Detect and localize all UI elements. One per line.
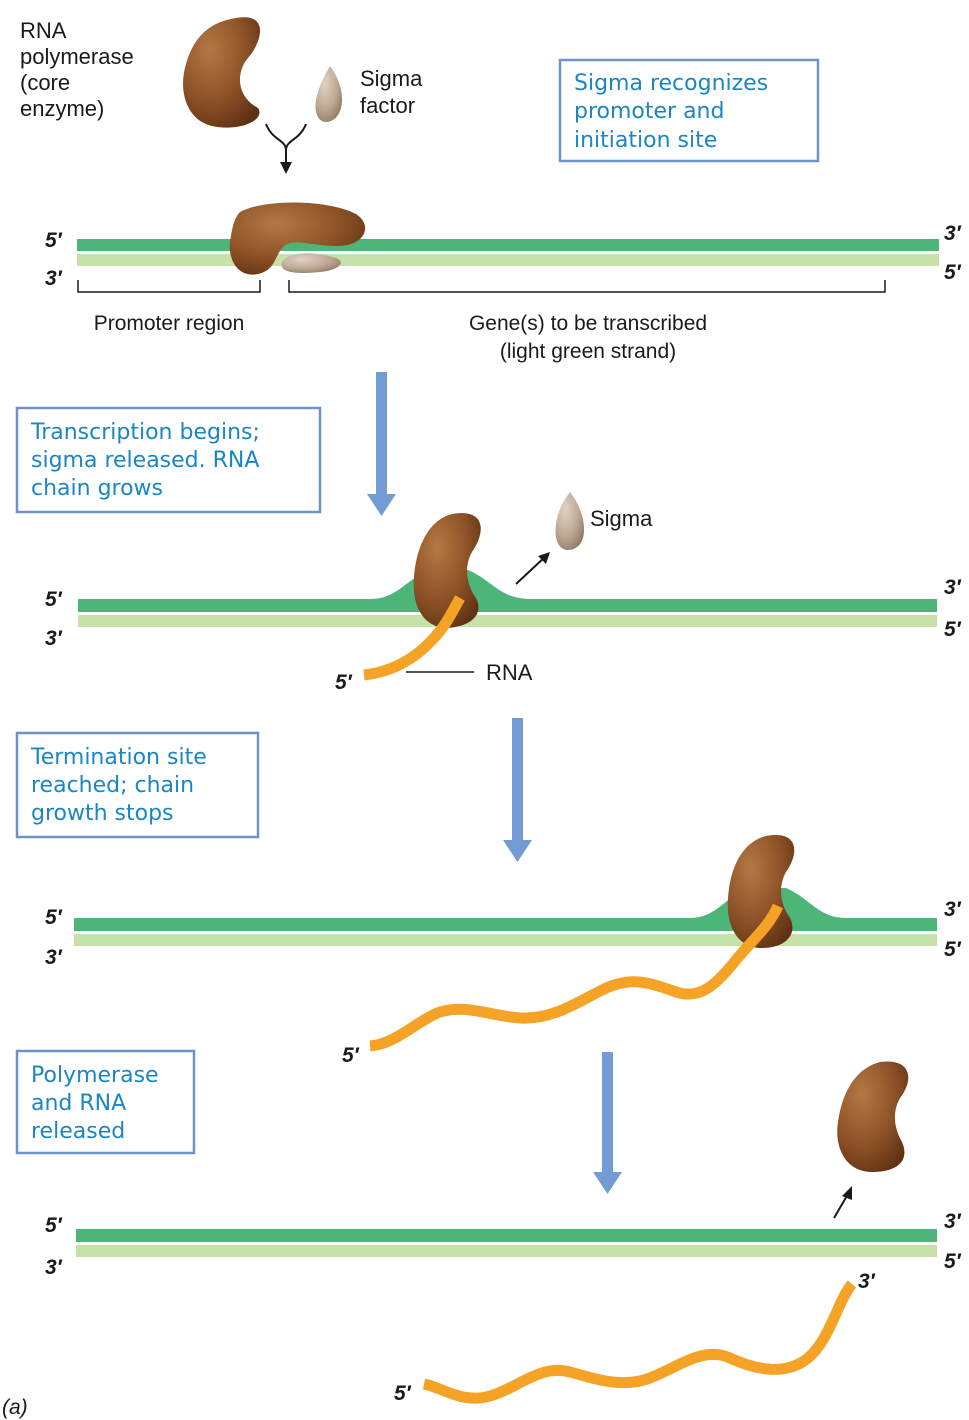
step2-caption-line-1: Transcription begins; [30, 420, 260, 445]
sigma-factor-label-line-1: Sigma [360, 66, 423, 91]
step4-caption-line-3: released [31, 1119, 125, 1144]
polymerase-label-line-1: RNA [20, 18, 67, 43]
polymerase-release-arrow-head [842, 1186, 852, 1200]
step4-coding-3prime: 3′ [944, 1210, 962, 1233]
template-strand [76, 1245, 937, 1257]
step2-template-3prime: 3′ [45, 627, 63, 650]
released-polymerase-icon [837, 1062, 908, 1172]
template-strand [77, 254, 939, 266]
step3-coding-3prime: 3′ [944, 898, 962, 921]
sigma-factor-label-line-2: factor [360, 93, 415, 118]
step3-template-5prime: 5′ [944, 938, 962, 961]
gene-label-line-1: Gene(s) to be transcribed [469, 312, 707, 335]
released-rna-strand [424, 1284, 852, 1398]
polymerase-label-line-3: (core [20, 70, 70, 95]
gene-label-line-2: (light green strand) [500, 340, 676, 363]
template-strand [78, 615, 937, 627]
coding-strand [77, 239, 939, 251]
sigma-factor-icon [315, 66, 342, 122]
step3-caption-line-1: Termination site [30, 745, 207, 770]
promoter-bracket [78, 280, 260, 292]
step3-caption-line-2: reached; chain [31, 773, 194, 798]
step4-caption-line-2: and RNA [31, 1091, 126, 1116]
dna-step3 [74, 888, 937, 946]
step4-coding-5prime: 5′ [45, 1214, 63, 1237]
step-arrow-3 [593, 1052, 622, 1194]
step3-rna-5prime: 5′ [342, 1044, 360, 1067]
rna-label: RNA [486, 660, 533, 685]
step1-coding-5prime: 5′ [45, 229, 63, 252]
step-arrow-1 [367, 372, 396, 516]
step4-rna-3prime: 3′ [858, 1270, 876, 1293]
step1-template-5prime: 5′ [944, 261, 962, 284]
step2-rna-5prime: 5′ [335, 671, 353, 694]
combine-arrow-head [280, 162, 292, 174]
dna-step1 [77, 239, 939, 266]
coding-strand [76, 1229, 937, 1242]
step2-caption-line-2: sigma released. RNA [31, 448, 259, 473]
step1-caption-line-2: promoter and [574, 99, 724, 124]
step1-caption-line-1: Sigma recognizes [574, 71, 768, 96]
polymerase-label-line-2: polymerase [20, 44, 134, 69]
step4-template-5prime: 5′ [944, 1250, 962, 1273]
step2-caption-line-3: chain grows [31, 476, 163, 501]
step4-template-3prime: 3′ [45, 1256, 63, 1279]
sigma-factor-label: Sigma factor [360, 66, 423, 118]
step2-coding-5prime: 5′ [45, 588, 63, 611]
gene-bracket [289, 280, 885, 292]
sigma-release-arrow [516, 556, 546, 584]
step2-coding-3prime: 3′ [944, 576, 962, 599]
step2-template-5prime: 5′ [944, 618, 962, 641]
panel-label: (a) [2, 1396, 28, 1419]
step1-caption-line-3: initiation site [574, 128, 717, 153]
step-arrow-2 [503, 718, 532, 862]
polymerase-label-line-4: enzyme) [20, 96, 104, 121]
polymerase-label: RNA polymerase (core enzyme) [20, 18, 134, 121]
step3-coding-5prime: 5′ [45, 906, 63, 929]
dna-step2 [78, 570, 937, 627]
step1-coding-3prime: 3′ [944, 222, 962, 245]
template-strand [74, 934, 937, 946]
step1-template-3prime: 3′ [45, 267, 63, 290]
combine-arrow [266, 124, 306, 150]
step3-caption-line-3: growth stops [31, 801, 174, 826]
released-sigma-icon [556, 492, 585, 550]
promoter-region-label: Promoter region [94, 312, 245, 335]
step4-caption-line-1: Polymerase [31, 1063, 159, 1088]
released-sigma-label: Sigma [590, 506, 653, 531]
coding-strand-bubble [74, 888, 937, 931]
dna-step4 [76, 1229, 937, 1257]
step4-rna-5prime: 5′ [394, 1382, 412, 1405]
rna-polymerase-icon [183, 17, 260, 127]
polymerase-release-arrow [834, 1194, 848, 1218]
step3-template-3prime: 3′ [45, 946, 63, 969]
coding-strand-bubble [78, 570, 937, 612]
